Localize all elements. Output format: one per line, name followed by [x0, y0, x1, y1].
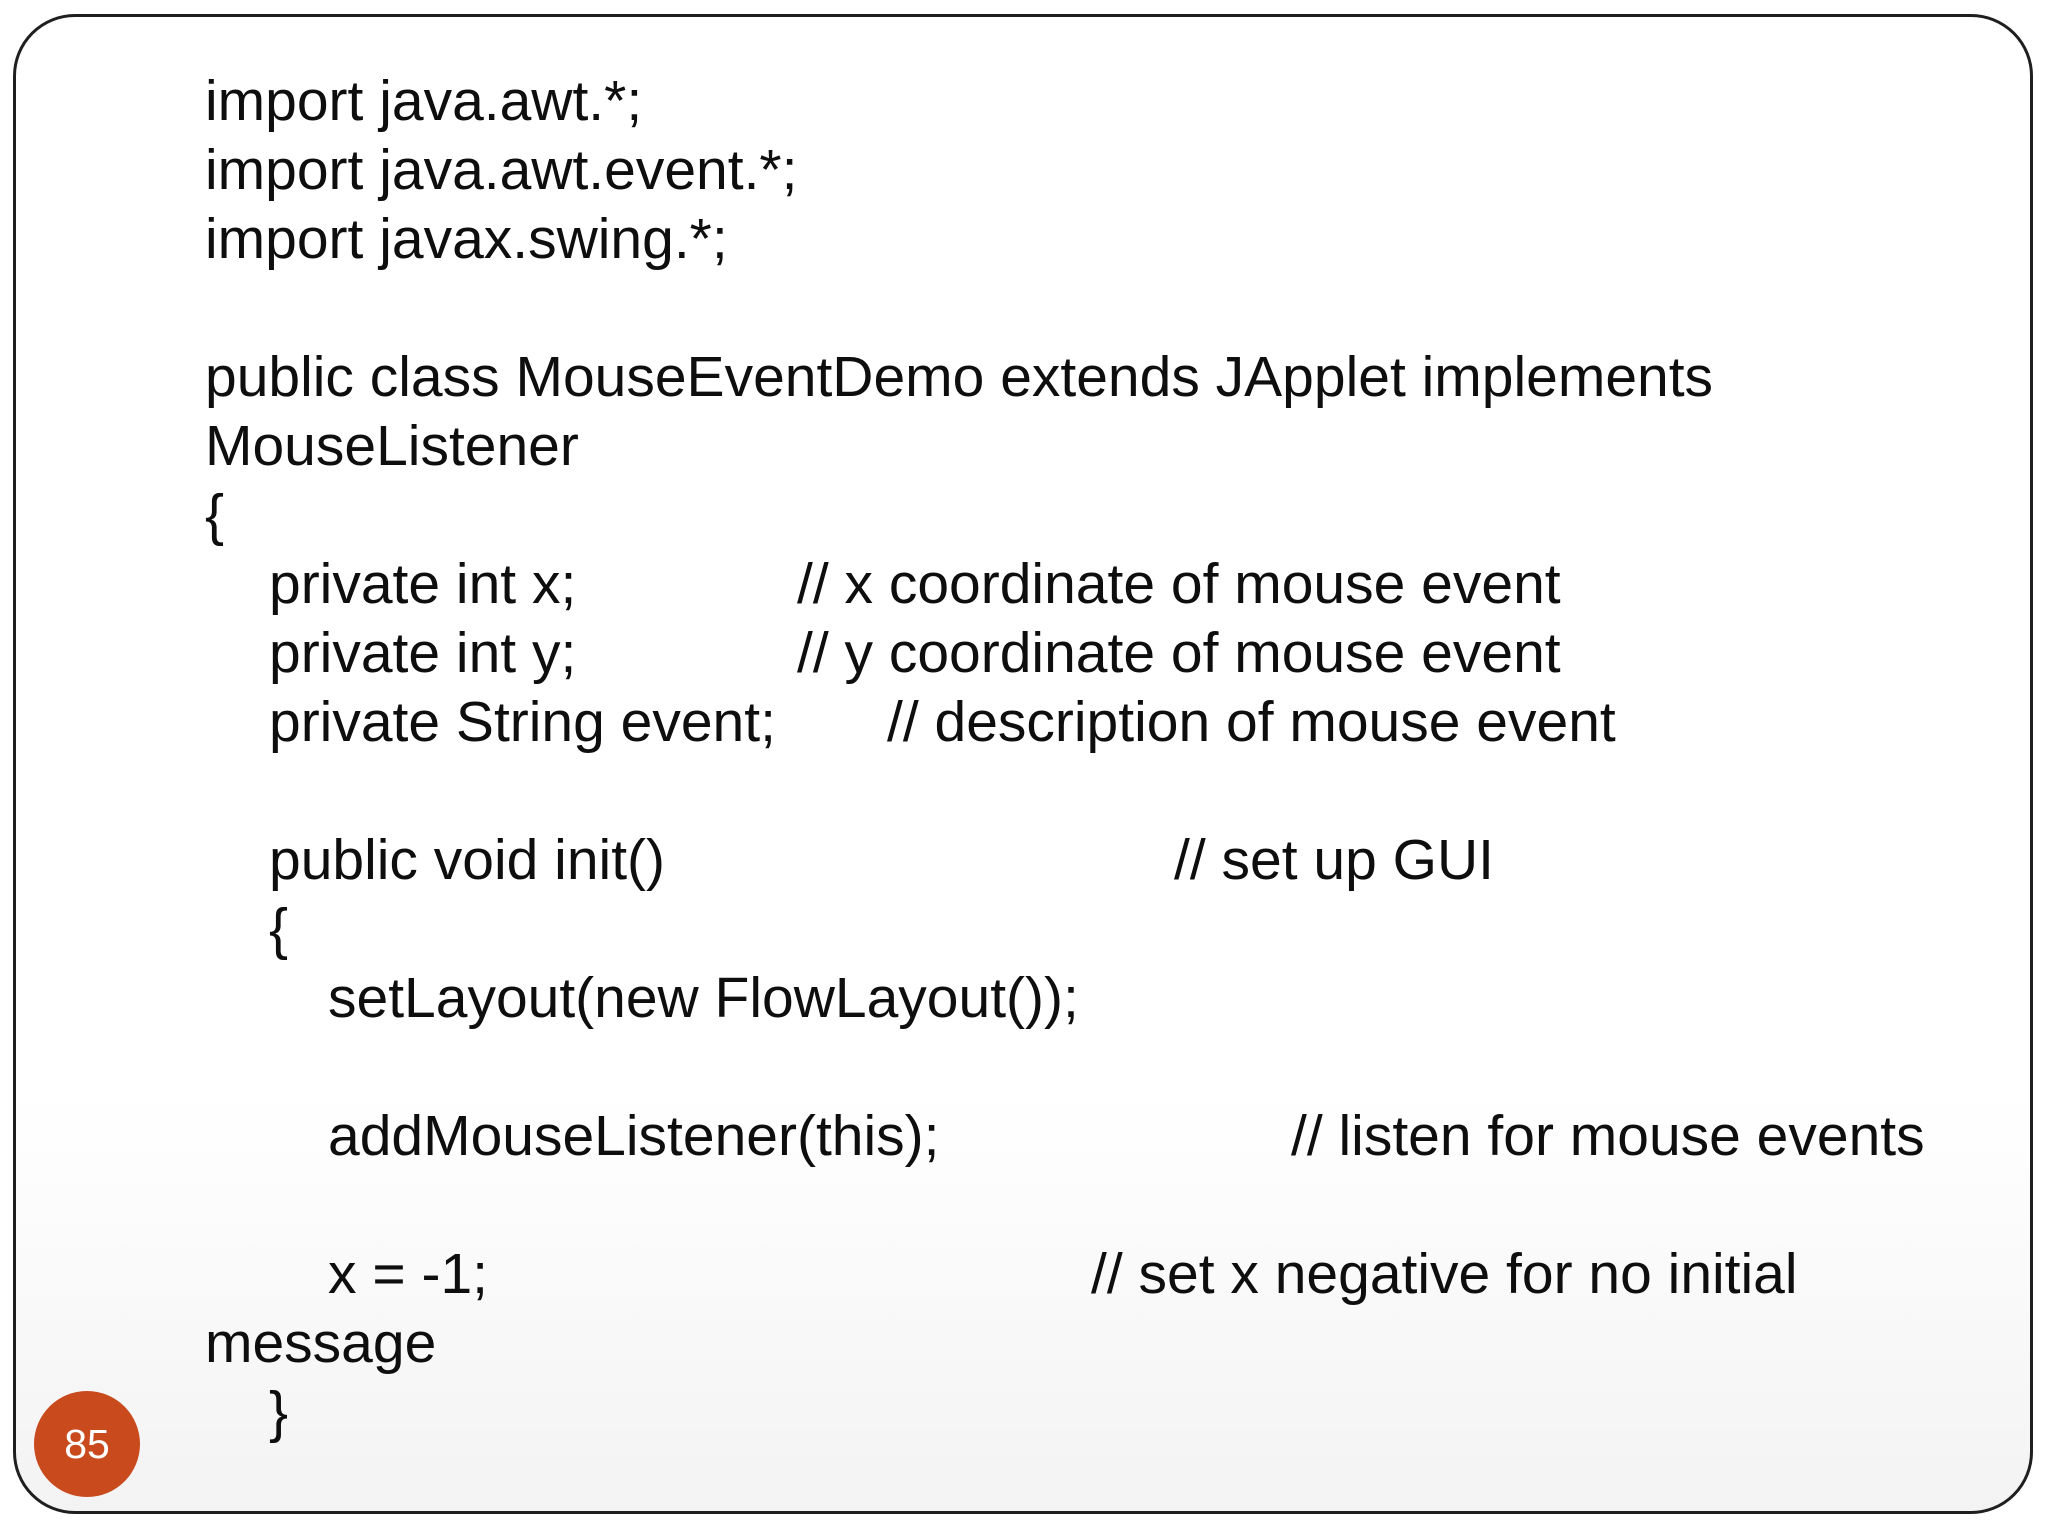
code-text: {	[205, 483, 225, 547]
comment-text: // y coordinate of mouse event	[797, 621, 1561, 685]
code-text: import java.awt.event.*;	[205, 138, 798, 202]
code-line: public class MouseEventDemo extends JApp…	[205, 343, 2005, 412]
code-line: import java.awt.event.*;	[205, 136, 2005, 205]
code-text: setLayout(new FlowLayout());	[328, 966, 1079, 1030]
code-text: message	[205, 1311, 437, 1375]
code-line	[205, 274, 2005, 343]
code-text: {	[269, 897, 289, 961]
code-line: MouseListener	[205, 412, 2005, 481]
code-line	[205, 757, 2005, 826]
code-text: public class MouseEventDemo extends JApp…	[205, 345, 1714, 409]
slide-background: import java.awt.*;import java.awt.event.…	[13, 14, 2033, 1514]
code-line: x = -1; // set x negative for no initial	[205, 1240, 2005, 1309]
code-line	[205, 1171, 2005, 1240]
code-line: }	[205, 1378, 2005, 1447]
comment-text: // listen for mouse events	[1291, 1104, 1925, 1168]
code-text: addMouseListener(this);	[328, 1104, 940, 1168]
code-line: private String event; // description of m…	[205, 688, 2005, 757]
code-text: private int y;	[269, 621, 577, 685]
code-line: message	[205, 1309, 2005, 1378]
code-line: public void init() // set up GUI	[205, 826, 2005, 895]
comment-text: // set x negative for no initial	[1091, 1242, 1798, 1306]
comment-text: // description of mouse event	[887, 690, 1616, 754]
code-line: private int x; // x coordinate of mouse e…	[205, 550, 2005, 619]
code-line	[205, 1033, 2005, 1102]
code-text: MouseListener	[205, 414, 579, 478]
code-text: public void init()	[269, 828, 665, 892]
comment-text: // set up GUI	[1174, 828, 1494, 892]
code-line: {	[205, 481, 2005, 550]
code-line: import javax.swing.*;	[205, 205, 2005, 274]
code-text: private int x;	[269, 552, 577, 616]
code-text: private String event;	[269, 690, 776, 754]
comment-text: // x coordinate of mouse event	[797, 552, 1561, 616]
code-line: import java.awt.*;	[205, 67, 2005, 136]
code-text: x = -1;	[328, 1242, 488, 1306]
code-text: import javax.swing.*;	[205, 207, 728, 271]
code-line: private int y; // y coordinate of mouse e…	[205, 619, 2005, 688]
code-block: import java.awt.*;import java.awt.event.…	[205, 67, 2005, 1447]
code-line: {	[205, 895, 2005, 964]
code-line: setLayout(new FlowLayout());	[205, 964, 2005, 1033]
code-line: addMouseListener(this); // listen for mou…	[205, 1102, 2005, 1171]
code-text: }	[269, 1380, 289, 1444]
page-number-badge: 85	[34, 1391, 140, 1497]
page-number: 85	[64, 1420, 110, 1467]
code-text: import java.awt.*;	[205, 69, 643, 133]
